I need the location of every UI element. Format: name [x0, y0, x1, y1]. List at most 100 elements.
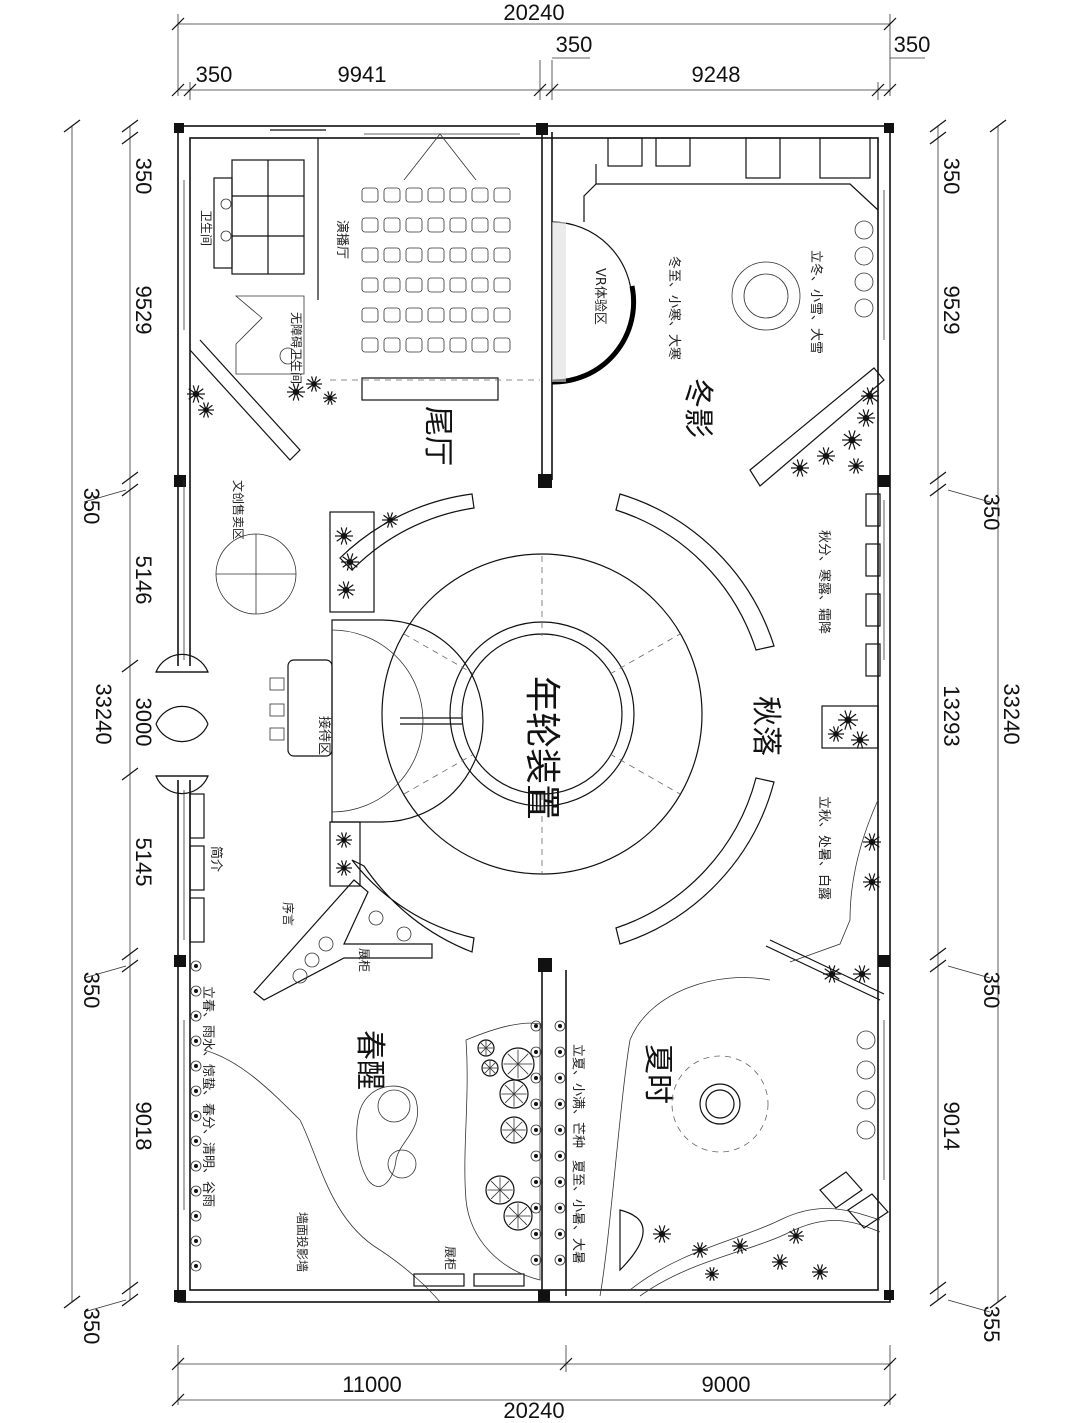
plant-icon	[653, 1225, 671, 1243]
seat	[493, 187, 511, 203]
seat	[361, 247, 379, 263]
autumn-terms-upper: 秋分、寒露、霜降	[816, 530, 832, 634]
plant-icon	[335, 527, 353, 545]
plant-icon	[788, 1228, 804, 1244]
seat	[449, 277, 467, 293]
socket-icon	[190, 1085, 202, 1097]
socket-icon	[190, 1235, 202, 1247]
accessible-restroom-label: 无障碍卫生间	[289, 312, 304, 384]
dim-top-3: 350	[556, 32, 593, 57]
dim-bottom-1: 11000	[342, 1372, 402, 1397]
socket-icon	[554, 1098, 566, 1110]
plant-icon	[287, 383, 305, 401]
dim-left-3: 350	[79, 488, 104, 525]
socket-icon	[530, 1020, 542, 1032]
plant-icon	[817, 447, 835, 465]
reception-label: 接待区	[316, 716, 332, 755]
socket-icon	[554, 1124, 566, 1136]
dim-top-5: 350	[894, 32, 931, 57]
plant-icon	[823, 965, 841, 983]
autumn-terms-lower: 立秋、处暑、白露	[816, 796, 832, 900]
tree-icon	[485, 1175, 515, 1205]
seat	[383, 217, 401, 233]
plant-icon	[336, 860, 352, 876]
dim-left-1: 350	[131, 158, 156, 195]
dim-right-6: 9014	[939, 1102, 964, 1151]
seat	[427, 277, 445, 293]
tree-icon	[501, 1047, 535, 1081]
socket-icon	[190, 1010, 202, 1022]
socket-icon	[190, 960, 202, 972]
dim-right-3: 350	[979, 494, 1004, 531]
ring-installation: 年轮装置	[339, 493, 775, 953]
socket-icon	[530, 1072, 542, 1084]
tree-icon	[499, 1079, 529, 1109]
spring-terms: 立春、雨水、惊蛰、春分、清明、谷雨	[200, 986, 215, 1207]
dim-left-total: 33240	[91, 683, 116, 744]
dim-top-2: 9941	[338, 62, 387, 87]
plant-icon	[842, 430, 862, 450]
tree-icon	[503, 1201, 533, 1231]
socket-icon	[554, 1072, 566, 1084]
restroom-block: 卫生间 无障碍卫生间	[199, 129, 326, 384]
ring-installation-title: 年轮装置	[521, 676, 562, 820]
tail-hall: 尾厅 文创售卖区	[187, 339, 455, 615]
socket-icon	[530, 1150, 542, 1162]
plant-icon	[848, 458, 864, 474]
vr-area-label: VR体验区	[592, 268, 608, 325]
socket-icon	[190, 1210, 202, 1222]
socket-icon	[190, 1260, 202, 1272]
dim-bottom-2: 9000	[702, 1372, 751, 1397]
seat	[405, 217, 423, 233]
plant-icon	[705, 1267, 719, 1281]
display-cabinet-label: 展柜	[357, 948, 371, 972]
plant-icon	[863, 873, 881, 891]
seat	[449, 187, 467, 203]
seat	[471, 187, 489, 203]
dim-left-8: 9018	[131, 1102, 156, 1151]
restroom-label: 卫生间	[199, 210, 213, 246]
dim-right-5: 350	[979, 972, 1004, 1009]
socket-icon	[190, 1160, 202, 1172]
spring-zone-title: 春醒	[352, 1030, 387, 1090]
dim-left-7: 350	[79, 972, 104, 1009]
seat	[383, 337, 401, 353]
spring-zone: 春醒 立春、雨水、惊蛰、春分、清明、谷雨 墙面投影墙 展柜	[190, 960, 541, 1303]
winter-terms-left: 冬至、小寒、大寒	[666, 256, 682, 360]
summer-zone-title: 夏时	[640, 1044, 675, 1104]
winter-terms-right: 立冬、小雪、大雪	[808, 250, 824, 354]
plant-icon	[791, 459, 809, 477]
dimension-left: 33240 350 9529 350 5146 3000 5145 350 90…	[63, 119, 156, 1345]
seat-grid	[361, 187, 511, 353]
seat	[471, 307, 489, 323]
socket-icon	[530, 1176, 542, 1188]
seat	[383, 307, 401, 323]
seat	[493, 277, 511, 293]
plant-icon	[838, 710, 858, 730]
socket-icon	[554, 1150, 566, 1162]
plant-icon	[337, 581, 355, 599]
dim-bottom-total: 20240	[503, 1398, 564, 1423]
seat	[383, 277, 401, 293]
plant-icon	[851, 731, 869, 749]
socket-icon	[530, 1228, 542, 1240]
seat	[405, 337, 423, 353]
seat	[361, 187, 379, 203]
screening-hall-label: 演播厅	[334, 220, 350, 259]
plant-icon	[306, 376, 322, 392]
socket-icon	[190, 1185, 202, 1197]
seat	[449, 337, 467, 353]
dim-right-total: 33240	[999, 683, 1024, 744]
dim-left-9: 350	[79, 1308, 104, 1345]
display-cabinet-2-label: 展柜	[443, 1246, 457, 1270]
seat	[471, 277, 489, 293]
seat	[449, 217, 467, 233]
socket-icon	[190, 1110, 202, 1122]
seat	[449, 307, 467, 323]
dim-right-2: 9529	[939, 286, 964, 335]
seat	[405, 247, 423, 263]
dim-left-2: 9529	[131, 286, 156, 335]
tree-icon	[481, 1059, 499, 1077]
cultural-creative-label: 文创售卖区	[231, 480, 246, 540]
